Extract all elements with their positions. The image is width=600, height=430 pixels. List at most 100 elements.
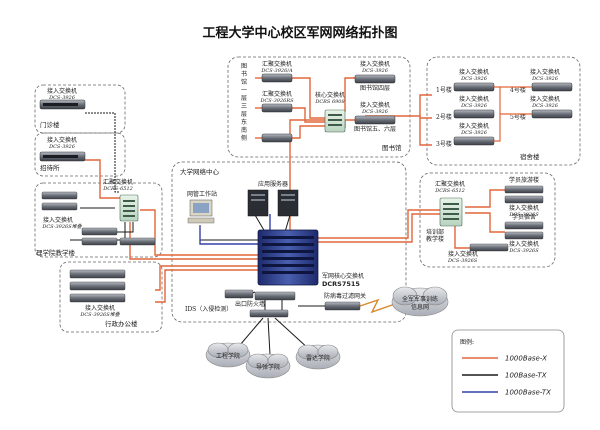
teaching-access-stack	[41, 191, 156, 246]
dorm3-name: 接入交换机	[459, 122, 489, 130]
teach-agg-model: DCRS-6512	[102, 186, 133, 192]
right-lecture-name: 接入交换机	[509, 204, 539, 212]
zone-library-label: 图书馆	[382, 143, 402, 152]
office-access-name: 接入交换机	[85, 304, 115, 312]
cloud-missile	[245, 353, 291, 379]
teaching-agg-switch	[119, 194, 139, 222]
library-agg-switch-3	[261, 133, 293, 143]
dorm-switch-4	[531, 82, 573, 92]
legend-label-2: 100Base-TX	[505, 372, 547, 380]
zone-teaching-label: 理学院教学楼	[36, 248, 76, 257]
lib-access1-note: 图书馆四层	[360, 84, 390, 92]
cloud-radar	[295, 344, 341, 370]
dorm2-name: 接入交换机	[459, 95, 489, 103]
cloud-military-network	[391, 286, 449, 317]
right-dorm-name: 接入交换机	[509, 240, 539, 248]
teach-agg-name: 汇聚交换机	[103, 178, 133, 186]
dorm5-model: DCS-3926	[531, 103, 559, 109]
lib-access2-model: DCS-3926	[361, 109, 389, 115]
dorm2-model: DCS-3926	[460, 103, 488, 109]
training-agg-switch	[439, 197, 463, 227]
dorm-switch-5	[531, 109, 573, 119]
student-dorm-switches	[504, 221, 544, 240]
right-lecture-model: DCS-3926S	[508, 212, 539, 218]
zone-dorm	[426, 56, 581, 166]
application-servers	[247, 189, 299, 217]
core-name: 军网核心交换机	[322, 272, 364, 280]
right-train-line1: 培训部	[426, 228, 444, 236]
wan-link	[359, 298, 396, 314]
zone-teaching	[34, 182, 163, 258]
cloud-radar-label: 雷达学院	[306, 354, 330, 362]
clinic-switch-model: DCS-3926	[48, 144, 76, 150]
training-access-switch	[469, 243, 509, 252]
right-train-line2: 教学楼	[426, 235, 444, 243]
library-floors-label: 图书馆 一层三 层东南侧	[241, 63, 249, 142]
zone-training	[419, 172, 556, 268]
diagram-title: 工程大学中心校区军网网络拓扑图	[202, 25, 397, 41]
dorm4-name: 接入交换机	[530, 68, 560, 76]
core-model: DCRS7515	[322, 280, 360, 288]
fiber-links	[85, 77, 505, 303]
library-core-switch	[324, 109, 346, 133]
lib-access2-note: 图书馆五、六层	[354, 125, 396, 133]
legend-label-3: 1000Base-TX	[505, 389, 551, 397]
legend-label-1: 1000Base-X	[505, 355, 547, 363]
cloud-nav-label: 导弹学院	[256, 363, 280, 371]
dorm1-model: DCS-3926	[460, 76, 488, 82]
right-agg-model: DCRS-6512	[434, 188, 465, 194]
lib-agg2-name: 汇聚交换机	[262, 90, 292, 98]
dorm-switch-1	[453, 82, 495, 92]
app-servers-label: 应用服务器	[258, 180, 288, 188]
zone-clinic	[34, 132, 126, 177]
teach-access-model: DCS-3926S堆叠	[41, 223, 82, 230]
gate-switch-model: DCS-3926	[48, 95, 76, 101]
dorm-switch-2	[453, 109, 495, 119]
zone-clinic-label: 招待所	[40, 163, 60, 172]
antivirus-gateway	[324, 301, 361, 311]
lib-agg1-name: 汇聚交换机	[262, 60, 292, 68]
office-access-stack	[69, 269, 126, 303]
zone-library	[227, 56, 411, 158]
management-workstation	[187, 199, 215, 224]
dorm3-model: DCS-3926	[460, 130, 488, 136]
library-agg-switch-2	[261, 103, 293, 113]
office-access-model: DCS-3926S堆叠	[79, 311, 120, 318]
cloud-eng-label: 工程学院	[216, 352, 240, 360]
zone-center-label: 大学网络中心	[180, 167, 220, 176]
legend: 图例: 1000Base-X 100Base-TX 1000Base-TX	[451, 329, 565, 413]
gate-switch-name: 接入交换机	[47, 87, 77, 95]
zone-network-center	[171, 161, 407, 323]
clinic-switch-name: 接入交换机	[47, 136, 77, 144]
dorm1-name: 接入交换机	[459, 68, 489, 76]
zone-dorm-label: 宿舍楼	[520, 152, 540, 161]
lib-access2-name: 接入交换机	[360, 101, 390, 109]
ids-label: IDS（入侵检测）	[185, 305, 232, 313]
right-dorm-title: 学员宿舍	[512, 213, 536, 221]
lib-core-model: DCRS 6908	[314, 99, 344, 105]
zone-office	[59, 261, 163, 333]
teach-access-name: 接入交换机	[43, 216, 73, 224]
gigabit-copper-links	[199, 214, 271, 245]
clinic-switch	[39, 151, 86, 162]
right-agg-name: 汇聚交换机	[435, 180, 465, 188]
library-access-switch-1	[354, 74, 396, 84]
core-switch	[257, 229, 319, 286]
legend-title: 图例:	[460, 338, 474, 346]
dorm5-name: 接入交换机	[530, 95, 560, 103]
dorm2-building: 2号楼	[436, 113, 452, 121]
dorm4-building: 4号楼	[510, 86, 526, 94]
right-dorm-model: DCS-3926S	[508, 248, 539, 254]
lecture-building-switches	[504, 185, 544, 204]
zone-gate-label: 门诊楼	[40, 120, 60, 129]
lib-access1-model: DCS-3926	[361, 68, 389, 74]
right-access-train-model: DCS-3926S	[447, 258, 478, 264]
cloud-engineering	[205, 342, 251, 368]
lib-agg1-model: DCS-3926/A	[260, 68, 293, 74]
cloud-military-line2: 信息网	[411, 303, 429, 311]
lib-access1-name: 接入交换机	[360, 60, 390, 68]
dorm-switch-3	[453, 136, 495, 146]
right-access-train-name: 接入交换机	[448, 250, 478, 258]
library-access-switch-2	[354, 115, 396, 125]
right-lecture-title: 学员旅游楼	[509, 176, 539, 184]
